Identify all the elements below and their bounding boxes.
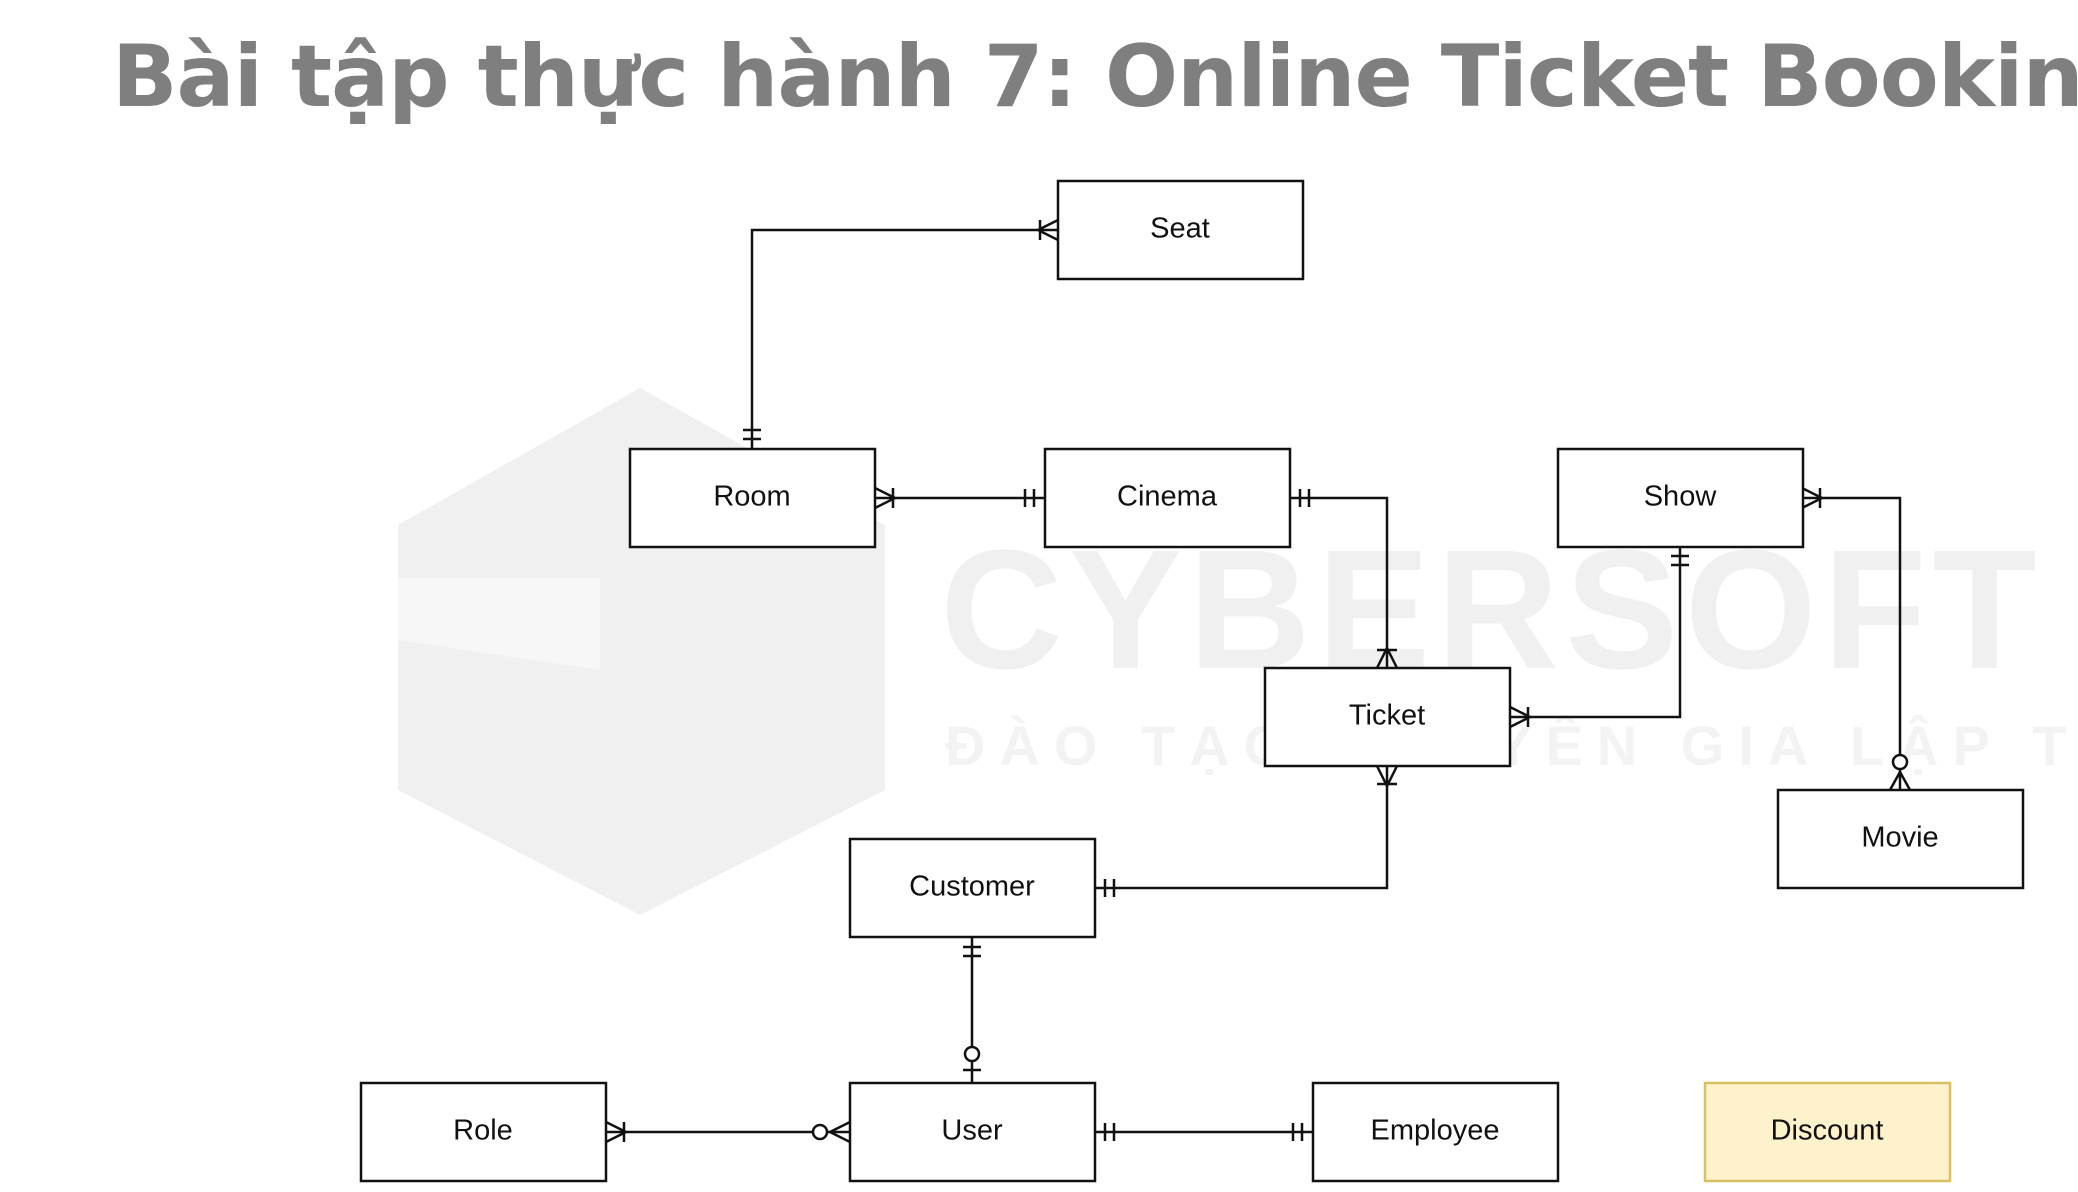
connectors — [606, 228, 1902, 1134]
rel-customer-ticket — [1095, 766, 1389, 890]
marker-one-only-icon — [963, 945, 981, 958]
page-title: Bài tập thực hành 7: Online Ticket Booki… — [112, 27, 2078, 127]
entity-show[interactable]: Show — [1556, 447, 1805, 549]
rel-room-seat — [750, 228, 1058, 448]
entity-ticket-label: Ticket — [1349, 700, 1425, 732]
marker-one-only-icon — [1291, 1123, 1304, 1141]
marker-one-only-icon — [1298, 489, 1311, 507]
entity-seat-label: Seat — [1150, 213, 1210, 245]
marker-one-or-many-icon — [874, 486, 898, 510]
entity-room[interactable]: Room — [628, 447, 877, 549]
entity-movie[interactable]: Movie — [1776, 788, 2025, 890]
marker-one-or-many-icon — [1375, 645, 1399, 669]
marker-zero-or-many-icon — [1888, 753, 1912, 791]
entity-room-label: Room — [713, 481, 790, 513]
entity-customer[interactable]: Customer — [848, 837, 1097, 939]
marker-one-or-many-icon — [605, 1120, 629, 1144]
marker-one-only-icon — [743, 428, 761, 441]
entity-user[interactable]: User — [848, 1081, 1097, 1183]
watermark-logo-cutout — [398, 578, 600, 670]
marker-zero-or-one-icon — [963, 1045, 981, 1072]
entity-ticket[interactable]: Ticket — [1263, 666, 1512, 768]
marker-zero-or-many-icon — [811, 1120, 851, 1144]
entity-show-label: Show — [1644, 481, 1718, 513]
marker-one-only-icon — [1671, 554, 1689, 567]
entity-seat[interactable]: Seat — [1056, 179, 1305, 281]
entity-role-label: Role — [453, 1115, 513, 1147]
entity-discount-label: Discount — [1771, 1115, 1884, 1147]
marker-one-or-many-icon — [1375, 765, 1399, 789]
cardinality-markers — [605, 218, 1912, 1144]
marker-one-or-many-icon — [1801, 486, 1825, 510]
rel-show-ticket — [1510, 546, 1682, 719]
marker-one-only-icon — [1103, 879, 1116, 897]
entity-employee-label: Employee — [1371, 1115, 1500, 1147]
entity-user-label: User — [941, 1115, 1003, 1147]
entity-employee[interactable]: Employee — [1311, 1081, 1560, 1183]
marker-one-only-icon — [1023, 489, 1036, 507]
watermark-tagline: ĐÀO TẠO CHUYÊN GIA LẬP TRÌNH — [945, 714, 2078, 777]
entity-role[interactable]: Role — [359, 1081, 608, 1183]
entities: Seat Room Cinema Show Ticket Movie — [359, 179, 2025, 1183]
marker-one-or-many-icon — [1035, 218, 1059, 242]
entity-movie-label: Movie — [1861, 822, 1938, 854]
entity-discount[interactable]: Discount — [1703, 1081, 1952, 1183]
rel-movie-show — [1802, 496, 1902, 790]
entity-customer-label: Customer — [909, 871, 1035, 903]
marker-one-or-many-icon — [1509, 705, 1533, 729]
marker-one-only-icon — [1103, 1123, 1116, 1141]
entity-cinema-label: Cinema — [1117, 481, 1218, 513]
entity-cinema[interactable]: Cinema — [1043, 447, 1292, 549]
rel-cinema-ticket — [1290, 496, 1389, 668]
